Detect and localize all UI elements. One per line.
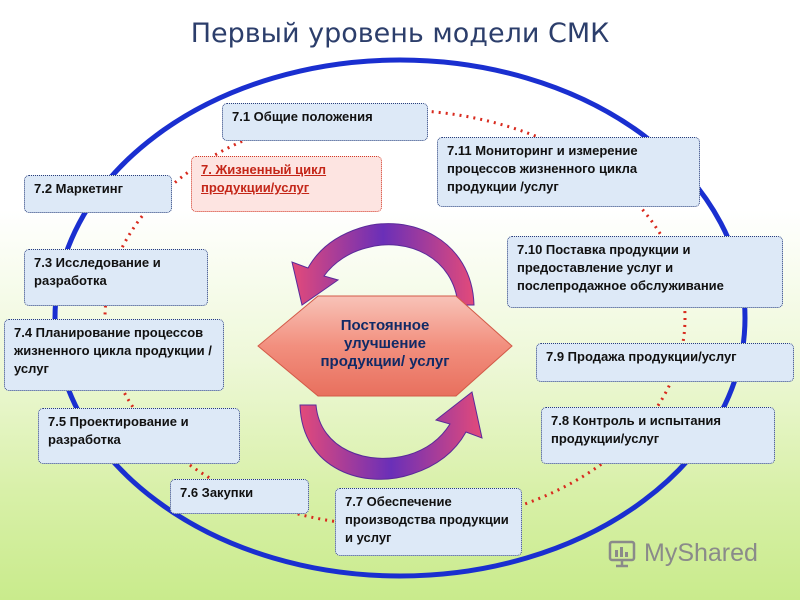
box-7-9: 7.9 Продажа продукции/услуг [536, 343, 794, 382]
center-label: Постоянное улучшение продукции/ услуг [320, 317, 450, 370]
box-7-7: 7.7 Обеспечение производства продукции и… [335, 488, 522, 556]
watermark-text: MyShared [644, 538, 758, 567]
outer-ellipse [52, 57, 748, 579]
page-title: Первый уровень модели СМК [190, 18, 610, 49]
myshared-logo-icon [608, 540, 636, 568]
box-7-11: 7.11 Мониторинг и измерение процессов жи… [437, 137, 700, 207]
box-7-2: 7.2 Маркетинг [24, 175, 172, 213]
box-7-5: 7.5 Проектирование и разработка [38, 408, 240, 464]
box-7-10: 7.10 Поставка продукции и предоставление… [507, 236, 783, 308]
center-hexagon [257, 295, 513, 397]
cycle-arrow-bottom [299, 391, 483, 480]
box-7-6: 7.6 Закупки [170, 479, 309, 514]
box-7-8: 7.8 Контроль и испытания продукции/услуг [541, 407, 775, 464]
box-7-4: 7.4 Планирование процессов жизненного ци… [4, 319, 224, 391]
box-7-3: 7.3 Исследование и разработка [24, 249, 208, 306]
box-7-1: 7.1 Общие положения [222, 103, 428, 141]
watermark: MyShared [608, 538, 758, 568]
box-7-lifecycle: 7. Жизненный цикл продукции/услуг [191, 156, 382, 212]
cycle-arrow-top [291, 223, 475, 306]
